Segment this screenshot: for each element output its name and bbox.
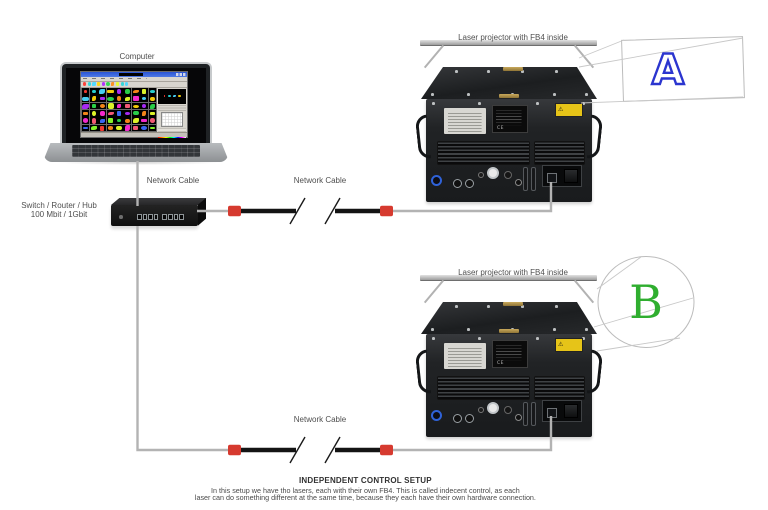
db25-port [523, 167, 528, 191]
projector-top-lid [421, 302, 597, 334]
xlr-connector [453, 414, 462, 423]
laser-software-window [80, 71, 188, 138]
info-label [444, 343, 486, 369]
slider-controls [158, 104, 186, 111]
vent-grille-right [534, 376, 585, 400]
warning-icon: ⚠ [558, 342, 564, 348]
mounting-bracket [420, 275, 597, 281]
interlock-connector [504, 171, 512, 179]
fb4-module [542, 400, 582, 422]
projection-letter-b: B [629, 275, 663, 329]
projector-1-label: Laser projector with FB4 inside [458, 33, 568, 42]
projection-letter-a: A [652, 45, 685, 94]
rj45-plug-icon [380, 444, 393, 456]
aux-connector [515, 179, 522, 186]
cable-break-icon [324, 197, 341, 225]
vent-grille-right [534, 141, 585, 165]
round-connector [478, 172, 484, 178]
xlr-connector [465, 414, 474, 423]
xlr-connector [465, 179, 474, 188]
rj45-plug-icon [228, 444, 241, 456]
ethernet-port [547, 408, 557, 418]
bracket-arm-right [573, 44, 594, 69]
side-handle-left [414, 349, 432, 395]
vent-grille-left [437, 141, 530, 165]
mounting-bracket [420, 40, 597, 46]
powercon-connector [431, 175, 442, 186]
caption-block: INDEPENDENT CONTROL SETUP In this setup … [55, 476, 675, 501]
spec-label: CE [492, 105, 528, 133]
xy-grid-box [161, 111, 183, 127]
projection-screen-a [621, 36, 745, 102]
projector-rear-panel: CE ⚠ [414, 99, 604, 202]
switch-logo [119, 215, 123, 219]
software-titlebar [81, 72, 187, 77]
cable-break-icon [289, 436, 306, 464]
laser-preview [158, 88, 186, 104]
db25-port [523, 402, 528, 426]
info-label [444, 108, 486, 134]
computer-label: Computer [119, 52, 155, 61]
key-switch [487, 167, 499, 179]
laptop-keyboard [72, 145, 200, 157]
key-switch [487, 402, 499, 414]
caption-line-2: laser can do something different at the … [194, 492, 536, 502]
ethernet-port [547, 173, 557, 183]
bracket-arm-left [423, 44, 444, 69]
network-cable-label-2: Network Cable [293, 176, 347, 185]
network-cable-label-3: Network Cable [293, 415, 347, 424]
projection-circle-b-outline [597, 256, 695, 348]
switch-label-line2: 100 Mbit / 1Gbit [30, 210, 88, 219]
side-handle-right [586, 114, 604, 160]
bracket-arm-right [573, 279, 594, 304]
power-switch [564, 169, 578, 183]
switch-label-line1: Switch / Router / Hub [21, 201, 97, 210]
laser-frame-grid [81, 87, 157, 132]
projector-2-label: Laser projector with FB4 inside [458, 268, 568, 277]
db25-port [531, 402, 536, 426]
bracket-arm-left [423, 279, 444, 304]
aux-connector [515, 414, 522, 421]
projection-circle-b [598, 256, 694, 348]
window-buttons-icon [176, 73, 186, 76]
interlock-connector [504, 406, 512, 414]
fb4-module [542, 165, 582, 187]
network-cable-label-1: Network Cable [146, 176, 200, 185]
switch-ports [137, 213, 184, 220]
laser-projector-1: Laser projector with FB4 inside CE ⚠ [414, 33, 610, 205]
projection-screen-a-outline [621, 36, 745, 102]
switch-top-face [111, 198, 207, 205]
laser-warning-label: ⚠ [555, 338, 583, 352]
software-statusbar [81, 132, 187, 137]
db25-port [531, 167, 536, 191]
laser-projector-2: Laser projector with FB4 inside CE ⚠ [414, 268, 610, 440]
software-toolbar [81, 81, 187, 88]
software-logo [119, 73, 143, 76]
rj45-plug-icon [228, 205, 241, 217]
control-rows [158, 127, 186, 133]
vent-grille-left [437, 376, 530, 400]
caption-line-1: In this setup we have tho lasers, each w… [211, 485, 520, 495]
cable-break-icon [289, 197, 306, 225]
caption-title: INDEPENDENT CONTROL SETUP [298, 476, 432, 485]
round-connector [478, 407, 484, 413]
cable-switch-down [136, 226, 229, 452]
software-menubar [81, 77, 187, 82]
xlr-connector [453, 179, 462, 188]
laser-warning-label: ⚠ [555, 103, 583, 117]
rj45-plug-icon [380, 205, 393, 217]
side-handle-right [586, 349, 604, 395]
projector-top-lid [421, 67, 597, 99]
projector-rear-panel: CE ⚠ [414, 334, 604, 437]
warning-icon: ⚠ [558, 107, 564, 113]
software-main [81, 87, 187, 138]
power-switch [564, 404, 578, 418]
side-handle-left [414, 114, 432, 160]
software-side-panel [157, 87, 187, 138]
cable-break-icon [324, 436, 341, 464]
powercon-connector [431, 410, 442, 421]
spec-label: CE [492, 340, 528, 368]
